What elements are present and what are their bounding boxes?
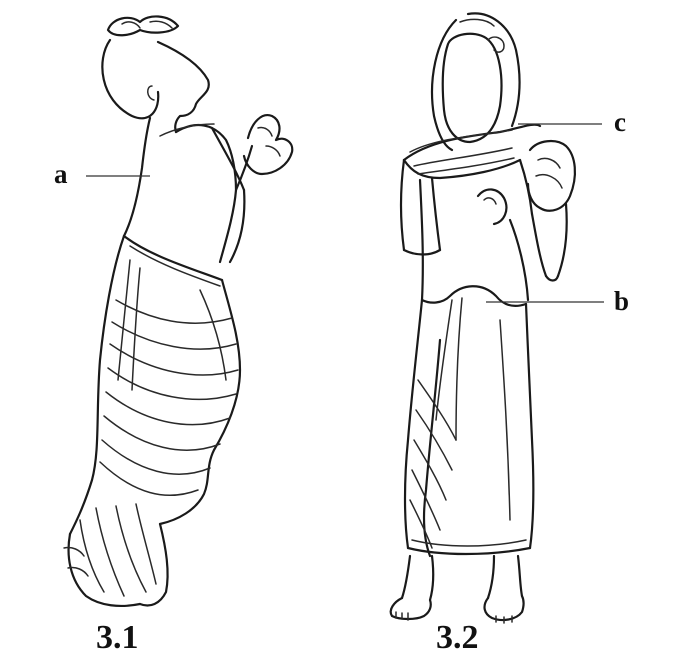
figure-caption-3-2: 3.2 [436, 619, 479, 656]
figure-3-2-drawing [389, 12, 576, 624]
callout-b: b [614, 286, 629, 316]
callout-c: c [614, 107, 626, 137]
figure-3-1-drawing [63, 15, 294, 607]
figure-caption-3-1: 3.1 [96, 619, 139, 656]
callout-a: a [54, 159, 68, 189]
